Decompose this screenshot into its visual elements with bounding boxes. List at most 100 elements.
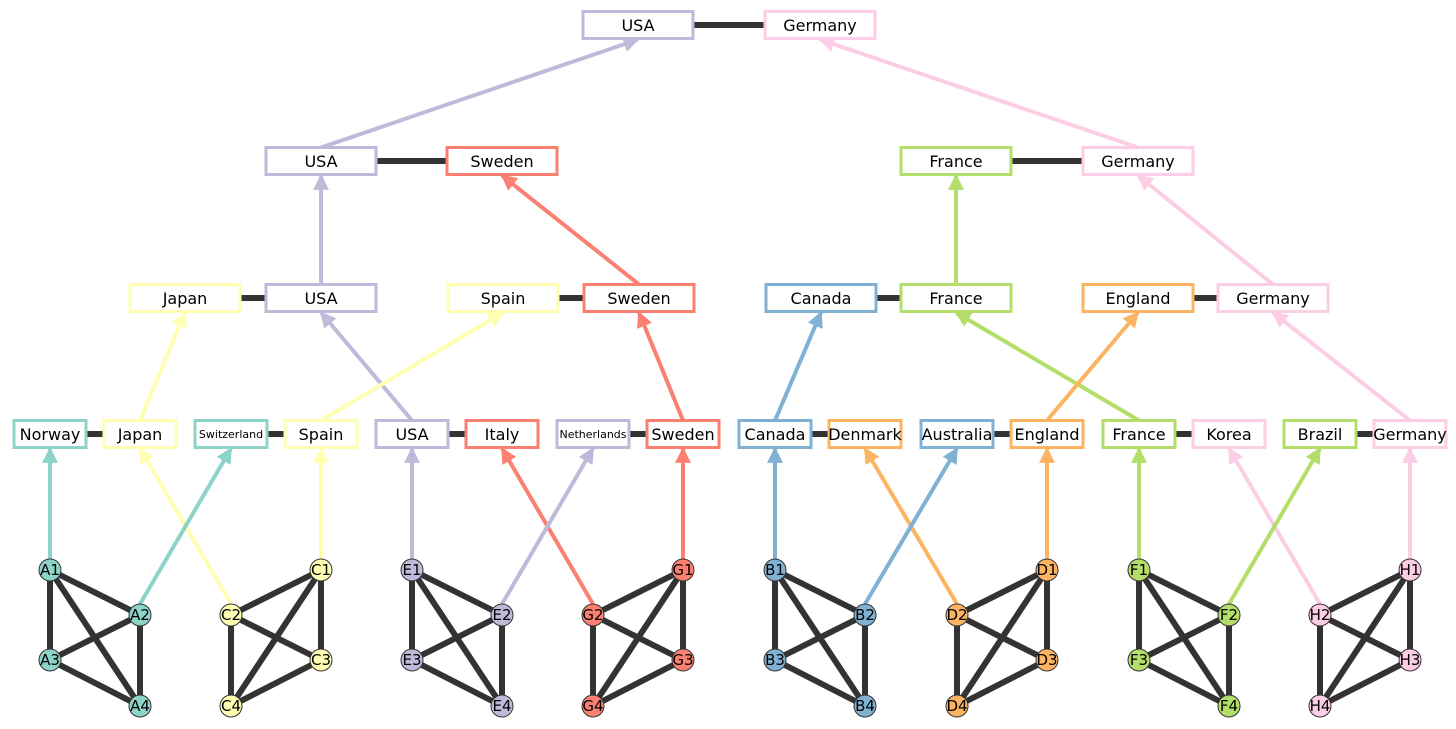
node-label: H4: [1310, 697, 1331, 715]
advance-arrow: [818, 36, 1139, 150]
team-box-italy: Italy: [464, 419, 540, 449]
team-name: Sweden: [651, 425, 714, 444]
team-box-frame: [581, 10, 695, 40]
node-circle: [671, 648, 695, 672]
team-box-frame: [763, 10, 877, 40]
group-edge: [773, 612, 867, 663]
advance-arrow: [637, 311, 685, 422]
team-name: Australia: [922, 425, 993, 444]
team-box-frame: [264, 283, 378, 313]
team-name: Netherlands: [559, 428, 626, 441]
team-box-spain: Spain: [283, 419, 359, 449]
node-circle: [853, 694, 877, 718]
group-node-b2: B2: [853, 603, 877, 627]
node-circle: [128, 694, 152, 718]
group-edge: [773, 567, 867, 618]
node-label: G4: [582, 697, 603, 715]
team-box-frame: [1081, 146, 1195, 176]
team-box-canada: Canada: [764, 283, 878, 313]
group-edge: [591, 567, 685, 618]
advance-arrow: [954, 310, 1141, 423]
team-box-japan: Japan: [128, 283, 242, 313]
group-node-b4: B4: [853, 694, 877, 718]
advance-arrow: [773, 311, 823, 422]
group-edge: [1318, 612, 1412, 663]
group-node-f4: F4: [1217, 694, 1241, 718]
group-node-c3: C3: [309, 648, 333, 672]
team-box-frame: [1081, 283, 1195, 313]
team-name: Norway: [20, 425, 81, 444]
node-circle: [38, 648, 62, 672]
team-box-netherlands: Netherlands: [555, 419, 631, 449]
team-name: France: [929, 152, 982, 171]
node-label: D4: [946, 697, 967, 715]
group-edge: [48, 657, 142, 709]
node-circle: [763, 558, 787, 582]
node-label: G3: [672, 651, 693, 669]
team-name: Japan: [162, 289, 208, 308]
team-box-frame: [919, 419, 995, 449]
team-box-frame: [464, 419, 540, 449]
node-label: F2: [1220, 606, 1238, 624]
group-node-a1: A1: [38, 558, 62, 582]
team-box-frame: [1216, 283, 1330, 313]
team-box-germany: Germany: [1081, 146, 1195, 176]
team-box-sweden: Sweden: [445, 146, 559, 176]
group-nodes: A1A2A3A4C1C2C3C4E1E2E3E4G1G2G3G4B1B2B3B4…: [38, 558, 1422, 718]
group-edge: [48, 567, 142, 618]
group-node-h3: H3: [1398, 648, 1422, 672]
node-label: E3: [402, 651, 421, 669]
team-box-france: France: [899, 146, 1013, 176]
team-box-canada: Canada: [737, 419, 813, 449]
group-edge: [591, 612, 685, 663]
node-label: E2: [492, 606, 511, 624]
node-circle: [490, 694, 514, 718]
team-box-frame: [737, 419, 813, 449]
group-node-g2: G2: [581, 603, 605, 627]
group-node-g3: G3: [671, 648, 695, 672]
node-circle: [763, 648, 787, 672]
group-edge: [773, 657, 867, 709]
group-edge: [229, 657, 323, 709]
group-edge: [955, 567, 1049, 618]
group-node-g4: G4: [581, 694, 605, 718]
node-label: B3: [765, 651, 785, 669]
team-box-switzerland: Switzerland: [193, 419, 269, 449]
team-box-spain: Spain: [446, 283, 560, 313]
group-edge: [229, 567, 323, 618]
group-node-g1: G1: [671, 558, 695, 582]
group-node-a4: A4: [128, 694, 152, 718]
group-edge: [1318, 567, 1412, 618]
team-name: Germany: [1101, 152, 1175, 171]
team-box-frame: [283, 419, 359, 449]
node-circle: [1217, 694, 1241, 718]
advance-arrow: [1271, 310, 1412, 423]
node-circle: [1398, 648, 1422, 672]
node-label: A3: [40, 651, 60, 669]
team-box-england: England: [1081, 283, 1195, 313]
node-circle: [1035, 648, 1059, 672]
team-name: Denmark: [828, 425, 902, 444]
group-edge: [1137, 657, 1231, 709]
team-box-frame: [555, 419, 631, 449]
team-name: France: [929, 289, 982, 308]
team-box-usa: USA: [264, 283, 378, 313]
team-box-frame: [827, 419, 903, 449]
team-box-frame: [1282, 419, 1358, 449]
group-edge: [955, 657, 1049, 709]
group-node-c1: C1: [309, 558, 333, 582]
group-node-h2: H2: [1308, 603, 1332, 627]
group-node-d3: D3: [1035, 648, 1059, 672]
team-box-usa: USA: [581, 10, 695, 40]
team-box-frame: [1101, 419, 1177, 449]
team-box-frame: [1191, 419, 1267, 449]
node-circle: [945, 694, 969, 718]
group-edge: [1137, 612, 1231, 663]
group-node-b1: B1: [763, 558, 787, 582]
team-name: Germany: [1373, 425, 1447, 444]
team-name: Japan: [117, 425, 163, 444]
advancement-arrows: [42, 36, 1418, 606]
team-name: Canada: [745, 425, 806, 444]
group-node-f2: F2: [1217, 603, 1241, 627]
team-name: England: [1015, 425, 1080, 444]
